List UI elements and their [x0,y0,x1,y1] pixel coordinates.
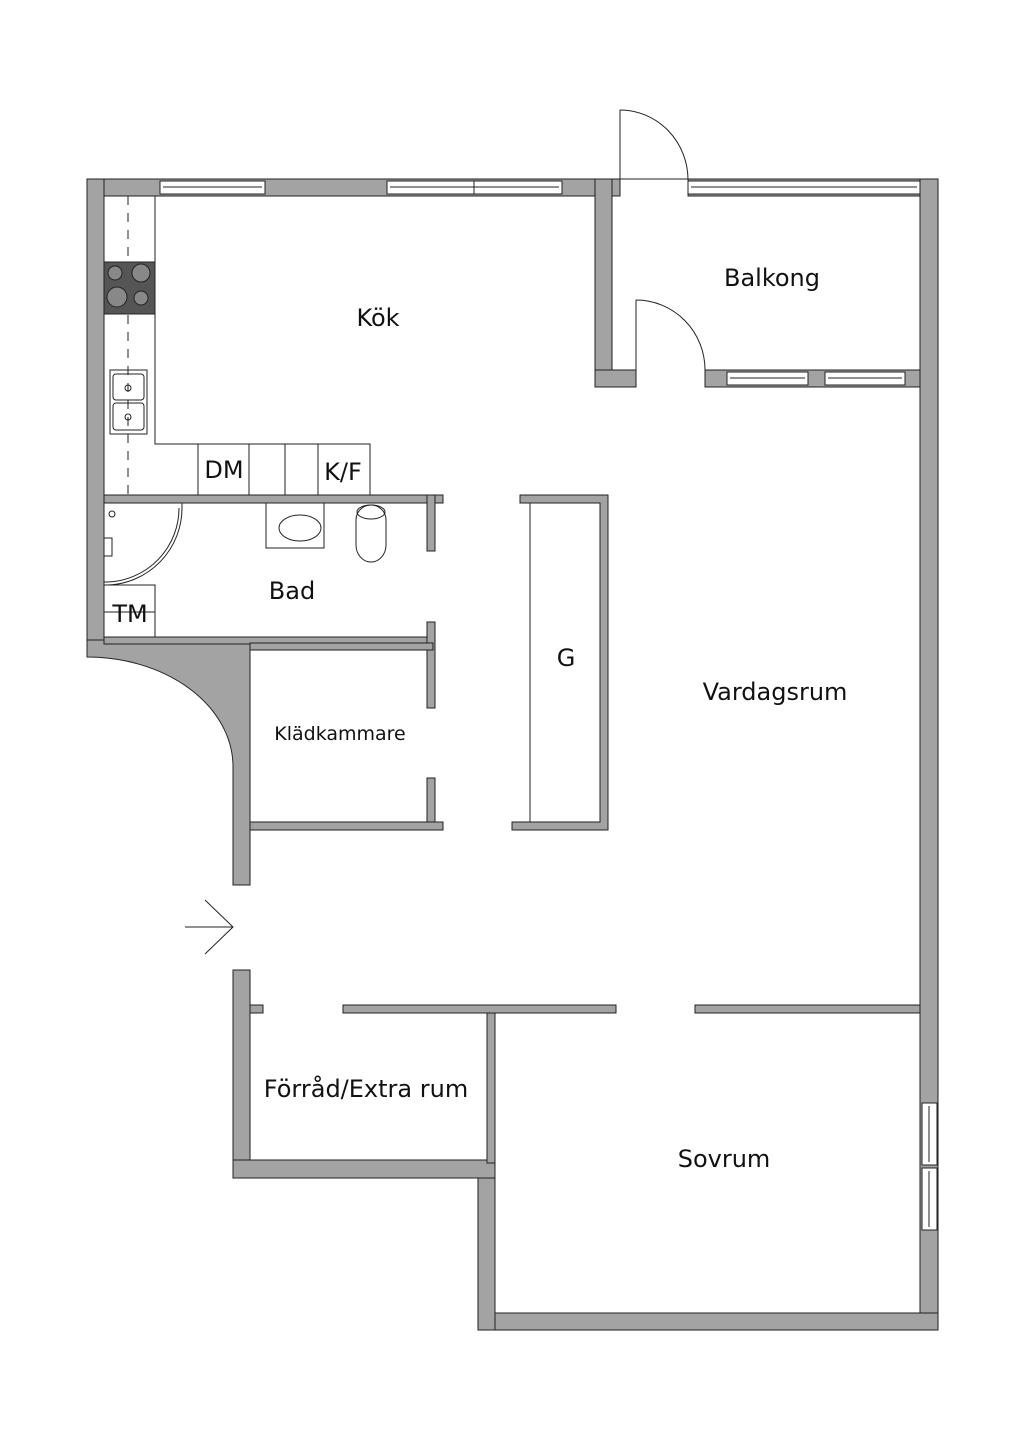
room-label-kladkammare: Klädkammare [274,723,406,745]
kitchen-counter [127,196,371,495]
washer-label: TM [112,600,148,628]
wardrobe-label: G [556,644,576,672]
washbasin-icon [265,502,325,549]
entrance-arrow-icon [185,899,234,955]
walls [86,178,939,1331]
stove-icon [103,261,156,315]
room-label-bad: Bad [268,577,316,605]
room-label-vardagsrum: Vardagsrum [702,678,848,706]
room-label-sovrum: Sovrum [677,1145,771,1173]
shower-icon [103,503,183,637]
kitchen-sink-icon [109,369,148,435]
windows [159,180,938,1231]
fridge-freezer-label: K/F [324,458,362,486]
room-label-forrad: Förråd/Extra rum [263,1075,469,1103]
dishwasher-label: DM [204,456,244,484]
doors [612,109,706,387]
room-label-kok: Kök [356,304,400,332]
room-label-balkong: Balkong [723,264,821,292]
toilet-icon [355,504,387,563]
